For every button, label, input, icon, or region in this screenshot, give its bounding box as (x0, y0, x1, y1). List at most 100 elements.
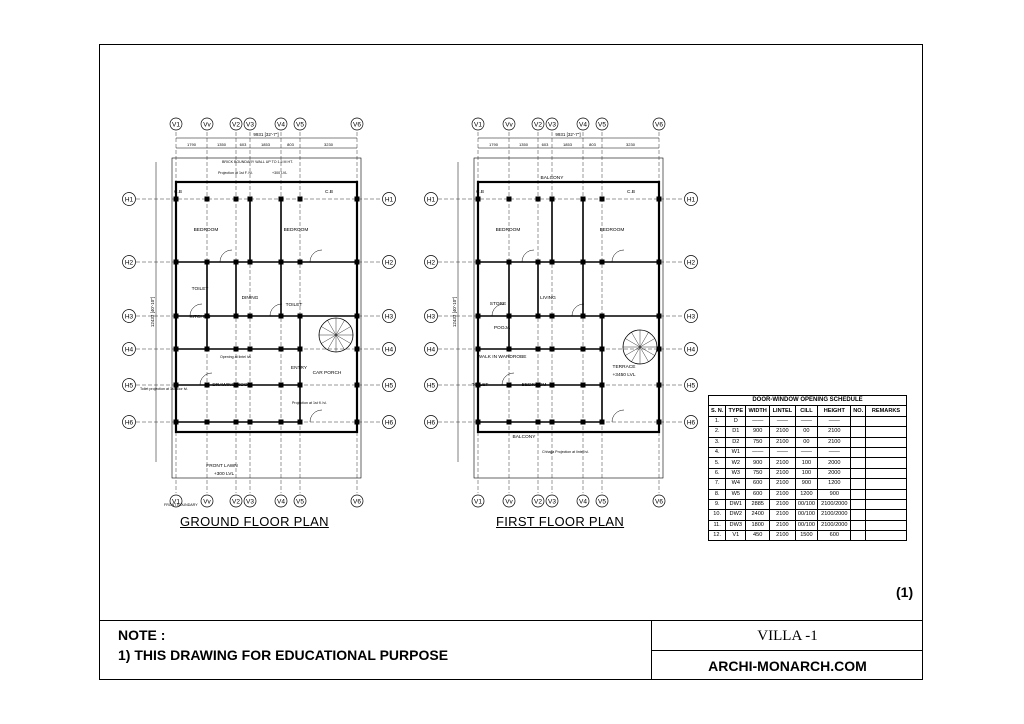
structural-column (354, 259, 360, 265)
drawing-note: Opening at lintel lvl. (220, 355, 251, 359)
grid-bubble-right (382, 342, 396, 356)
grid-bubble-top (595, 117, 609, 131)
structural-column (475, 313, 481, 319)
schedule-row: 4.W1———————— (707, 446, 907, 459)
grid-label-row-left: H3 (427, 314, 436, 321)
structural-column (580, 419, 586, 425)
schedule-cell: 900 (745, 426, 771, 438)
schedule-cell: 2100/2000 (817, 519, 852, 532)
grid-bubble-bottom (243, 494, 257, 508)
room-label: STORE (490, 301, 506, 307)
schedule-cell: 10. (707, 509, 727, 521)
grid-bubble-bottom (293, 494, 307, 508)
dim-segment: 1853 (563, 142, 573, 147)
stair-tread (639, 332, 649, 348)
room-label: BEDROOM (600, 227, 625, 233)
structural-column (204, 419, 210, 425)
structural-column (656, 346, 662, 352)
schedule-cell: 6. (707, 467, 727, 480)
grid-bubble-right (684, 415, 698, 429)
room-label: TOILET (192, 286, 209, 292)
schedule-cell: —— (794, 446, 819, 459)
grid-bubble-top (502, 117, 516, 131)
grid-label-col-bottom: V3 (246, 499, 254, 506)
grid-bubble-left (122, 255, 136, 269)
grid-label-row-right: H4 (385, 347, 394, 354)
schedule-cell: 9. (707, 498, 727, 511)
schedule-cell (850, 519, 866, 532)
structural-column (549, 196, 555, 202)
structural-column (173, 313, 179, 319)
grid-label-col-top: V4 (277, 122, 285, 129)
dim-segment: 1350 (519, 142, 529, 147)
grid-label-col-bottom: V3 (548, 499, 556, 506)
schedule-cell: 2100/2000 (817, 509, 852, 521)
structural-column (599, 196, 605, 202)
schedule-cell: 2. (707, 426, 727, 438)
schedule-cell: 1500 (794, 530, 819, 542)
room-label: C.B (476, 189, 484, 195)
schedule-cell: 2100 (769, 467, 796, 480)
structural-column (549, 313, 555, 319)
grid-bubble-top (545, 117, 559, 131)
room-label: DINING (242, 295, 259, 301)
grid-bubble-bottom (274, 494, 288, 508)
schedule-header-0: S. N. (707, 405, 727, 417)
structural-column (204, 346, 210, 352)
grid-label-row-right: H4 (687, 347, 696, 354)
schedule-cell: 2000 (817, 467, 852, 480)
structural-column (506, 196, 512, 202)
grid-bubble-bottom (502, 494, 516, 508)
structural-column (297, 419, 303, 425)
grid-label-row-left: H6 (125, 420, 134, 427)
schedule-cell: 1200 (794, 488, 819, 500)
boundary-wall (171, 157, 362, 479)
note-line: 1) THIS DRAWING FOR EDUCATIONAL PURPOSE (118, 647, 449, 663)
door-swing (491, 303, 505, 317)
drawing-note: FRONT BOUNDARY (164, 503, 198, 507)
grid-label-col-bottom: V2 (232, 499, 240, 506)
schedule-cell: D1 (725, 426, 747, 438)
grid-label-row-left: H2 (125, 260, 134, 267)
grid-label-col-top: V3 (246, 122, 254, 129)
first-floor-plan-title: FIRST FLOOR PLAN (496, 514, 625, 529)
structural-column (204, 259, 210, 265)
schedule-cell: 2100 (769, 509, 796, 521)
structural-column (599, 382, 605, 388)
grid-bubble-right (382, 378, 396, 392)
schedule-cell: —— (817, 415, 852, 428)
dim-vertical: 12433 [40'-10"] (150, 297, 155, 327)
grid-bubble-right (684, 192, 698, 206)
schedule-cell: 900 (794, 478, 819, 490)
stair-tread (631, 332, 641, 348)
structural-column (233, 346, 239, 352)
grid-bubble-left (122, 309, 136, 323)
stair-tread (625, 338, 641, 348)
schedule-cell: DW3 (725, 519, 747, 532)
structural-column (278, 346, 284, 352)
grid-bubble-bottom (595, 494, 609, 508)
structural-column (278, 313, 284, 319)
grid-bubble-right (382, 309, 396, 323)
grid-bubble-left (424, 415, 438, 429)
schedule-cell (865, 415, 907, 428)
stair-tread (335, 320, 345, 336)
structural-column (247, 259, 253, 265)
ground-floor-plan-title: GROUND FLOOR PLAN (180, 514, 329, 529)
door-swing (611, 409, 625, 423)
structural-column (204, 313, 210, 319)
schedule-cell: 2100 (769, 436, 796, 448)
grid-label-row-right: H1 (687, 197, 696, 204)
drawing-note: Toilet projection at 1st floor lvl. (140, 387, 188, 391)
structural-column (535, 313, 541, 319)
structural-column (278, 382, 284, 388)
schedule-cell: —— (769, 415, 796, 428)
drawing-note: +300 LVL (272, 171, 287, 175)
room-label: TERRACE (613, 364, 636, 370)
schedule-cell (850, 467, 866, 480)
schedule-cell: W4 (725, 478, 747, 490)
structural-column (580, 313, 586, 319)
schedule-cell: 2100 (769, 426, 796, 438)
